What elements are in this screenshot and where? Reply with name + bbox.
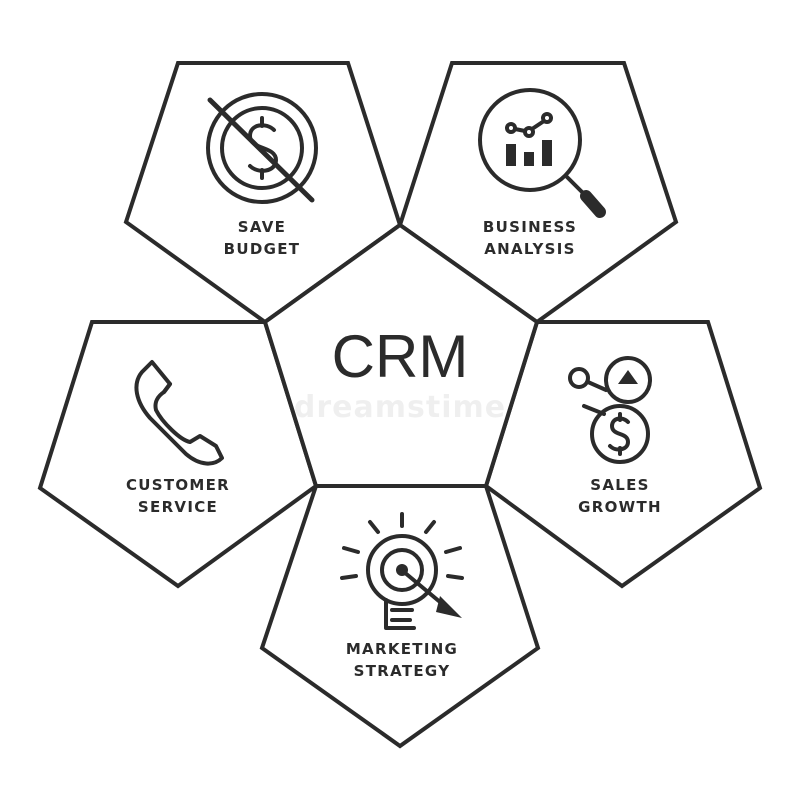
sales-growth-line2: GROWTH (578, 498, 662, 516)
crm-title: CRM (331, 323, 469, 390)
business-analysis-line2: ANALYSIS (484, 240, 576, 258)
phone-handset-icon (134, 360, 224, 466)
watermark-text: dreamstime (293, 390, 507, 425)
sales-growth-label: SALES GROWTH (510, 474, 730, 518)
customer-service-pentagon (37, 320, 319, 589)
crm-center-pentagon (262, 222, 540, 488)
magnifier-chart-icon (478, 88, 606, 218)
no-money-icon (206, 92, 318, 204)
business-analysis-label: BUSINESS ANALYSIS (420, 216, 640, 260)
marketing-strategy-label: MARKETING STRATEGY (292, 638, 512, 682)
customer-service-line2: SERVICE (137, 498, 219, 516)
sales-growth-line1: SALES (590, 476, 650, 494)
customer-service-line1: CUSTOMER (125, 476, 231, 494)
marketing-strategy-line1: MARKETING (345, 640, 459, 658)
marketing-strategy-line2: STRATEGY (353, 662, 451, 680)
target-arrow-bulb-icon (340, 512, 464, 630)
business-analysis-pentagon (397, 61, 679, 325)
save-budget-line2: BUDGET (223, 240, 301, 258)
sales-growth-pentagon (483, 320, 763, 589)
customer-service-label: CUSTOMER SERVICE (68, 474, 288, 518)
save-budget-label: SAVE BUDGET (152, 216, 372, 260)
dollar-growth-icon (568, 356, 652, 464)
business-analysis-line1: BUSINESS (482, 218, 578, 236)
save-budget-line1: SAVE (237, 218, 287, 236)
